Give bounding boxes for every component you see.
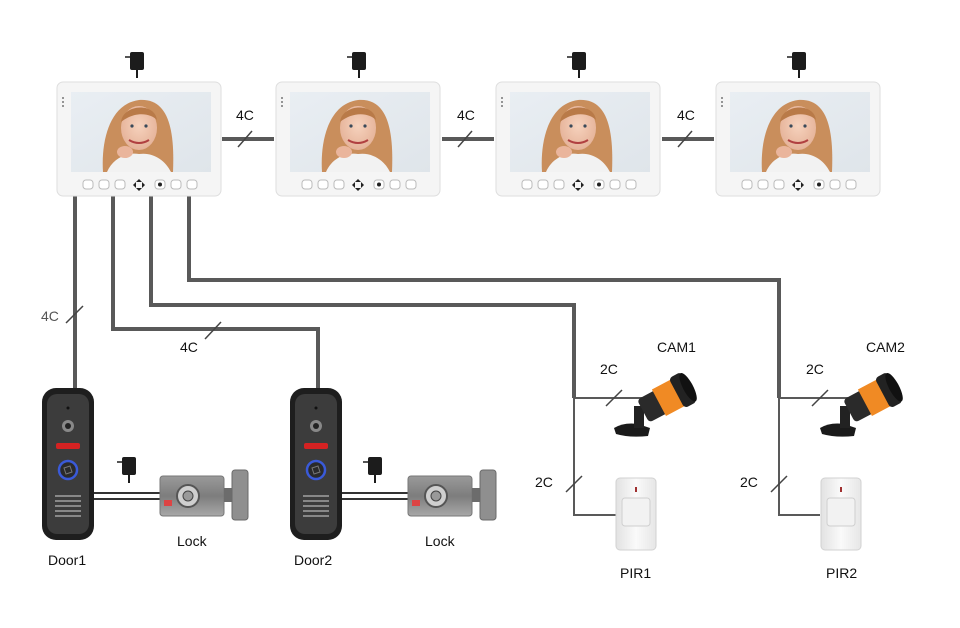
electric-lock-1 xyxy=(159,469,249,521)
monitor-2 xyxy=(275,51,441,197)
wire-cam1-trunk xyxy=(149,196,576,398)
wire-label: 2C xyxy=(600,361,618,377)
power-adapter-icon xyxy=(116,456,137,484)
camera-1 xyxy=(614,369,701,437)
monitor-4 xyxy=(715,51,881,197)
power-adapter-icon xyxy=(566,51,587,79)
lock-label: Lock xyxy=(425,533,456,549)
camera-label: CAM2 xyxy=(866,339,905,355)
wire-door2 xyxy=(111,196,320,388)
electric-lock-2 xyxy=(407,469,497,521)
power-adapter-icon xyxy=(124,51,145,79)
wire-label: 4C xyxy=(677,107,695,123)
wire-label: 2C xyxy=(740,474,758,490)
monitor-3 xyxy=(495,51,661,197)
monitor-1 xyxy=(56,51,222,197)
door-label: Door2 xyxy=(294,552,332,568)
pir-label: PIR1 xyxy=(620,565,651,581)
power-adapter-icon xyxy=(346,51,367,79)
wire-label: 2C xyxy=(806,361,824,377)
door-label: Door1 xyxy=(48,552,86,568)
camera-2 xyxy=(820,369,907,437)
pir-label: PIR2 xyxy=(826,565,857,581)
wire-label: 2C xyxy=(535,474,553,490)
lock-label: Lock xyxy=(177,533,208,549)
camera-label: CAM1 xyxy=(657,339,696,355)
wire-cam2-trunk xyxy=(187,196,781,398)
wire-label: 4C xyxy=(457,107,475,123)
door-station-2 xyxy=(288,386,344,542)
wire-label: 4C xyxy=(236,107,254,123)
door-station-1 xyxy=(40,386,96,542)
pir-sensor-2 xyxy=(820,477,862,551)
wire-pir2 xyxy=(778,398,820,516)
wire-label: 4C xyxy=(180,339,198,355)
pir-sensor-1 xyxy=(615,477,657,551)
power-adapter-icon xyxy=(786,51,807,79)
power-adapter-icon xyxy=(362,456,383,484)
wires xyxy=(73,137,781,398)
wire-label: 4C xyxy=(41,308,59,324)
wire-pir1 xyxy=(573,398,616,516)
